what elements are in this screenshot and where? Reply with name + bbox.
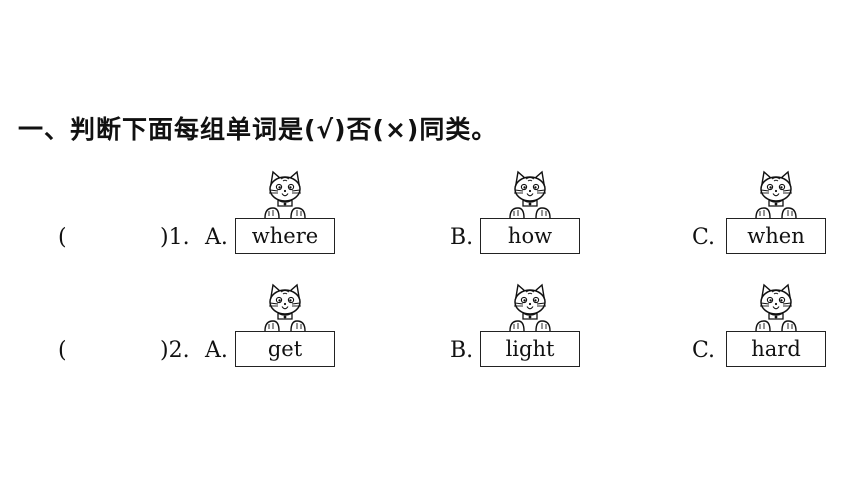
option-letter-a: A. xyxy=(205,338,228,363)
cat-icon xyxy=(259,170,311,218)
option-c: when xyxy=(726,168,826,258)
word-box: get xyxy=(235,331,335,367)
option-b: how xyxy=(480,168,580,258)
option-b: light xyxy=(480,281,580,371)
cat-icon xyxy=(504,170,556,218)
option-a: where xyxy=(235,168,335,258)
answer-paren-open: ( xyxy=(58,338,67,363)
option-letter-c: C. xyxy=(692,338,716,363)
option-letter-a: A. xyxy=(205,225,228,250)
option-c: hard xyxy=(726,281,826,371)
option-a: get xyxy=(235,281,335,371)
question-number: )2. xyxy=(160,338,190,363)
word-box: when xyxy=(726,218,826,254)
option-letter-b: B. xyxy=(450,338,474,363)
word-box: light xyxy=(480,331,580,367)
cat-icon xyxy=(750,170,802,218)
instruction-title: 一、判断下面每组单词是(√)否(×)同类。 xyxy=(18,115,498,144)
word-box: where xyxy=(235,218,335,254)
word-box: hard xyxy=(726,331,826,367)
question-row-1: ( )1. A. where B. how C. when xyxy=(0,168,860,258)
word-box: how xyxy=(480,218,580,254)
question-row-2: ( )2. A. get B. light C. hard xyxy=(0,281,860,371)
option-letter-b: B. xyxy=(450,225,474,250)
cat-icon xyxy=(259,283,311,331)
option-letter-c: C. xyxy=(692,225,716,250)
answer-paren-open: ( xyxy=(58,225,67,250)
cat-icon xyxy=(504,283,556,331)
cat-icon xyxy=(750,283,802,331)
question-number: )1. xyxy=(160,225,190,250)
